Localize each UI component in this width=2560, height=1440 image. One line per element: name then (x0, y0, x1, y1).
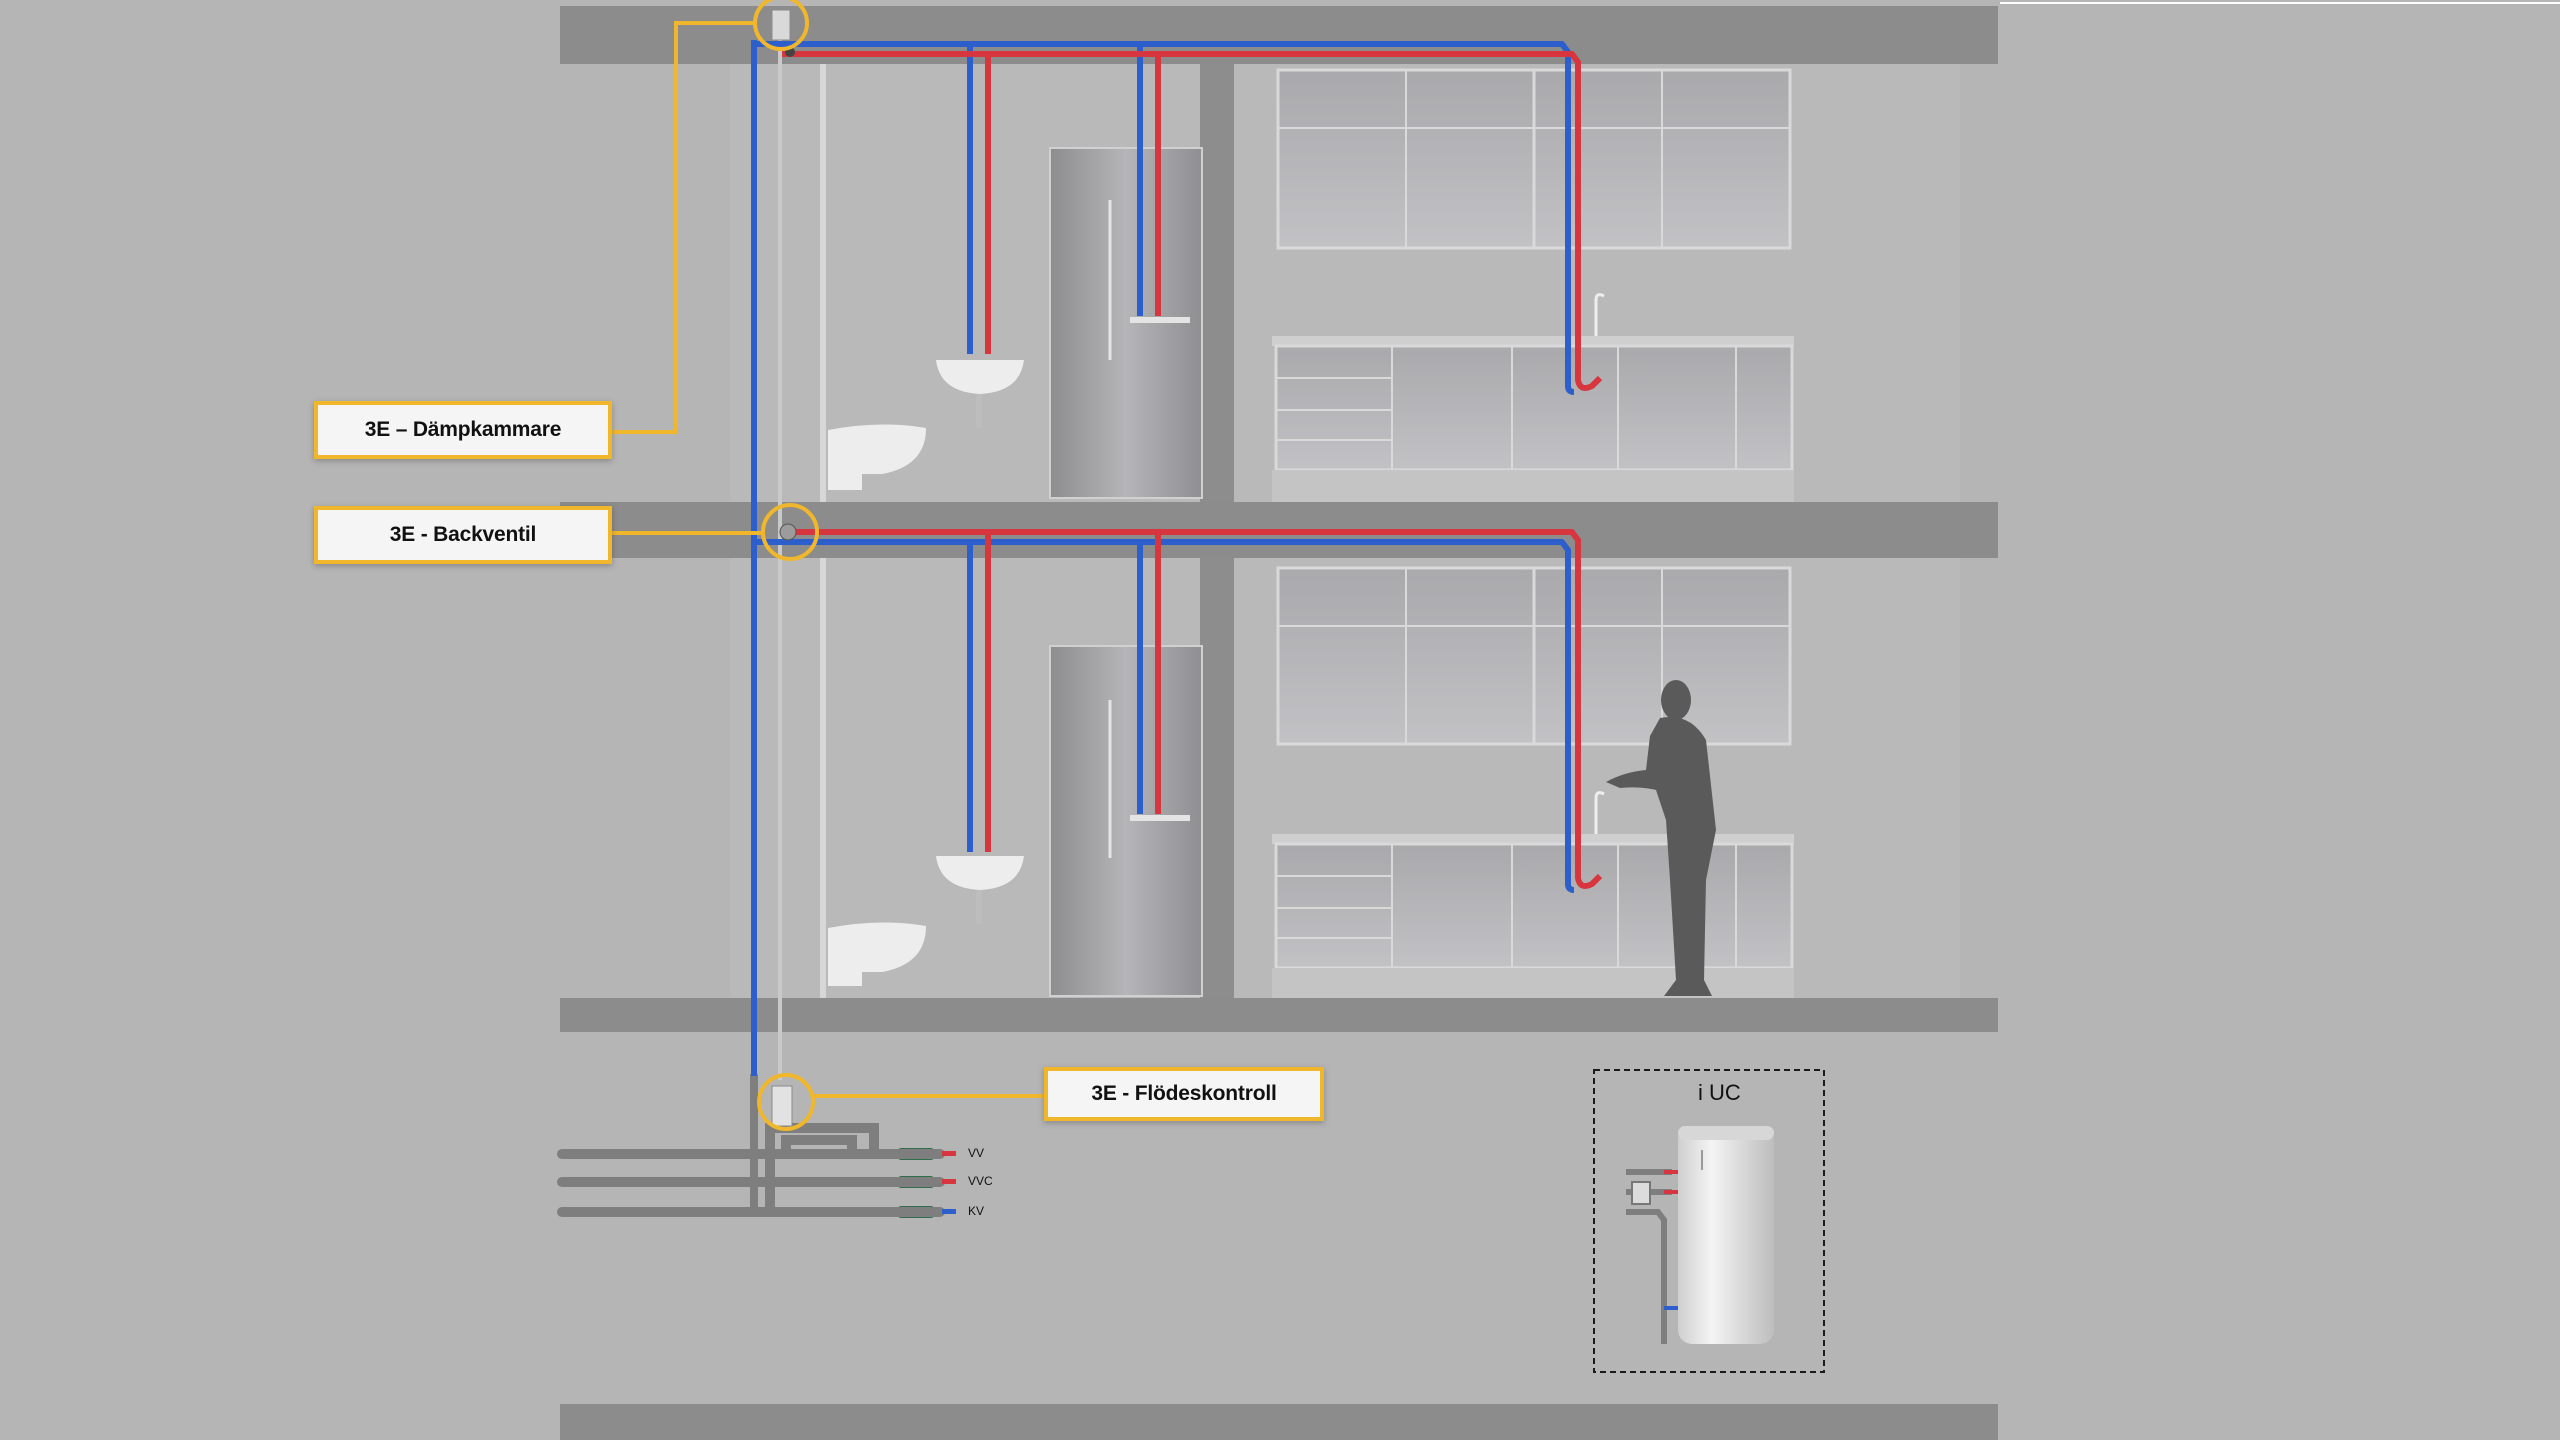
pipe-label-vvc: VVC (968, 1174, 993, 1188)
cold-water-pipes-floor2 (754, 539, 1575, 893)
washbasin (936, 360, 1024, 924)
kitchen-faucet (1594, 293, 1605, 834)
water-heater-tank (1678, 1126, 1774, 1344)
person-silhouette (1606, 680, 1716, 996)
pipe-end-markers (942, 1151, 956, 1214)
shower-cabin (1049, 147, 1203, 997)
pipe-label-kv: KV (968, 1204, 985, 1218)
inset-title: i UC (1698, 1080, 1741, 1105)
main-riser (751, 40, 782, 1080)
heater-connections (1626, 1169, 1678, 1344)
callout-backventil: 3E - Backventil (314, 506, 612, 564)
basement-distribution-pipes (557, 1072, 945, 1217)
callout-dampkammare: 3E – Dämpkammare (314, 401, 612, 459)
callout-flodeskontroll: 3E - Flödeskontroll (1044, 1067, 1324, 1121)
callout-leaders (610, 0, 1044, 1131)
pipe-label-vv: VV (968, 1146, 985, 1160)
hot-water-pipes-floor1 (782, 51, 1603, 391)
inset-uc-box (1593, 1069, 1825, 1373)
hot-water-pipes-floor2 (782, 529, 1603, 889)
cold-water-pipes-floor1 (754, 41, 1575, 395)
toilet (828, 424, 926, 986)
